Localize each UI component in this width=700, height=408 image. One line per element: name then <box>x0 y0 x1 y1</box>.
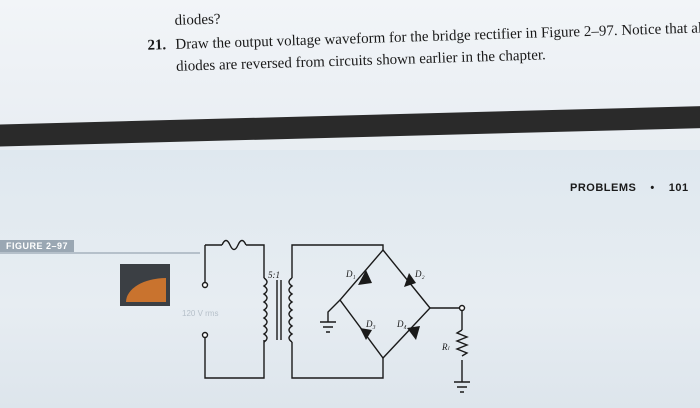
diode-d3-symbol <box>360 328 372 340</box>
diode-d2-label: D₂ <box>414 269 425 279</box>
transformer-primary-coil <box>262 277 268 343</box>
wire-primary-bottom <box>204 335 265 379</box>
page-bottom-area <box>0 150 700 408</box>
transformer-ratio-label: 5:1 <box>268 270 280 280</box>
source-voltage-label: 120 V rms <box>182 309 218 318</box>
output-terminal <box>458 304 466 312</box>
diode-d1-label: D₁ <box>345 269 356 279</box>
load-resistor-symbol <box>455 329 469 357</box>
source-terminal-top <box>201 281 209 289</box>
bullet-separator: • <box>650 182 655 194</box>
diode-d1-symbol <box>358 270 372 285</box>
figure-thumbnail-image <box>120 264 170 306</box>
diode-d4-symbol <box>407 326 420 340</box>
page-number: 101 <box>668 182 689 194</box>
wire-secondary-top <box>291 244 384 278</box>
wire-primary-top-right <box>246 244 265 278</box>
diode-d3-label: D₃ <box>365 319 376 329</box>
wire-output <box>430 307 463 330</box>
transformer-secondary-coil <box>288 277 294 343</box>
wire-ground-left <box>327 299 341 322</box>
section-title: PROBLEMS <box>570 182 637 194</box>
ac-fuse-symbol <box>221 239 247 251</box>
running-head: PROBLEMS • 101 <box>570 182 689 194</box>
source-terminal-bottom <box>201 331 209 339</box>
load-resistor-label: Rₗ <box>441 342 450 352</box>
transformer-core <box>276 280 282 340</box>
figure-label: FIGURE 2–97 <box>0 240 75 252</box>
diode-d2-symbol <box>404 273 416 287</box>
wire-secondary-bottom <box>291 342 384 379</box>
ground-symbol-left <box>320 321 336 333</box>
diode-d4-label: D₄ <box>396 319 407 329</box>
ground-symbol-load <box>454 381 470 393</box>
bridge-diamond <box>339 249 431 360</box>
figure-rule <box>0 252 200 254</box>
